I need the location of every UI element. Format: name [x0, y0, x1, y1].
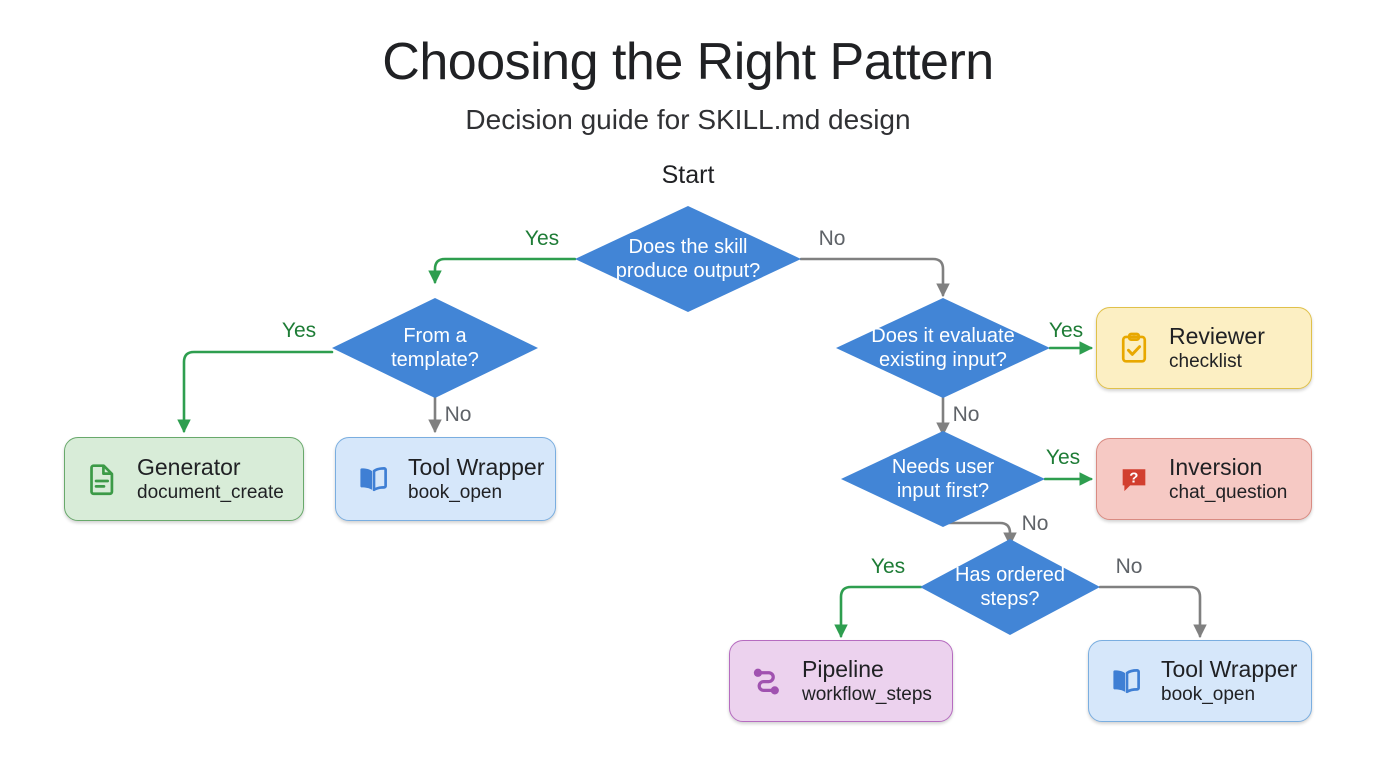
outcome-reviewer-text: Reviewer checklist — [1169, 323, 1265, 373]
outcome-generator[interactable]: Generator document_create — [64, 437, 304, 521]
edge-label-from-template-no: No — [444, 403, 472, 426]
decision-from-template-label: From a template? — [391, 324, 479, 371]
edge-produce-output-yes — [428, 257, 577, 285]
outcome-pipeline-subtitle: workflow_steps — [802, 684, 932, 706]
outcome-reviewer-subtitle: checklist — [1169, 351, 1242, 373]
edge-label-needs-user-input-yes: Yes — [1045, 446, 1081, 469]
clipboard-check-icon — [1115, 329, 1153, 367]
outcome-tool-wrapper-right[interactable]: Tool Wrapper book_open — [1088, 640, 1312, 722]
decision-produce-output-label: Does the skill produce output? — [615, 235, 761, 282]
outcome-inversion[interactable]: ? Inversion chat_question — [1096, 438, 1312, 520]
outcome-tool-wrapper-right-subtitle: book_open — [1161, 684, 1256, 706]
edge-label-needs-user-input-no: No — [1021, 512, 1049, 535]
edge-label-ordered-steps-no: No — [1115, 555, 1143, 578]
decision-produce-output[interactable]: Does the skill produce output? — [575, 206, 801, 312]
svg-text:?: ? — [1129, 469, 1138, 486]
edge-label-produce-output-yes: Yes — [524, 227, 560, 250]
outcome-inversion-title: Inversion — [1169, 453, 1263, 480]
outcome-tool-wrapper-left-subtitle: book_open — [408, 482, 503, 504]
outcome-pipeline[interactable]: Pipeline workflow_steps — [729, 640, 953, 722]
outcome-pipeline-title: Pipeline — [802, 655, 884, 682]
edge-ordered-steps-yes — [834, 585, 923, 639]
edge-label-produce-output-no: No — [818, 227, 846, 250]
decision-needs-user-input-label: Needs user input first? — [891, 455, 995, 502]
outcome-inversion-text: Inversion chat_question — [1169, 454, 1287, 504]
workflow-icon — [748, 662, 786, 700]
book-icon — [354, 460, 392, 498]
outcome-pipeline-text: Pipeline workflow_steps — [802, 656, 932, 706]
page-title: Choosing the Right Pattern — [382, 33, 994, 91]
edge-produce-output-no — [799, 257, 950, 298]
outcome-generator-title: Generator — [137, 453, 241, 480]
page-subtitle: Decision guide for SKILL.md design — [465, 104, 911, 135]
outcome-reviewer-title: Reviewer — [1169, 322, 1265, 349]
chat-question-icon: ? — [1115, 460, 1153, 498]
edge-label-evaluate-input-yes: Yes — [1048, 319, 1084, 342]
edge-label-ordered-steps-yes: Yes — [870, 555, 906, 578]
outcome-tool-wrapper-left-text: Tool Wrapper book_open — [408, 454, 544, 504]
edge-from-template-yes — [177, 350, 334, 434]
outcome-inversion-subtitle: chat_question — [1169, 482, 1288, 504]
outcome-generator-text: Generator document_create — [137, 454, 284, 504]
edge-label-from-template-yes: Yes — [281, 319, 317, 342]
outcome-generator-subtitle: document_create — [137, 482, 284, 504]
decision-needs-user-input[interactable]: Needs user input first? — [841, 431, 1045, 527]
decision-evaluate-input-label: Does it evaluate existing input? — [871, 324, 1015, 371]
decision-from-template[interactable]: From a template? — [332, 298, 538, 398]
start-label: Start — [661, 161, 715, 189]
outcome-tool-wrapper-right-text: Tool Wrapper book_open — [1161, 656, 1297, 706]
edge-label-evaluate-input-no: No — [952, 403, 980, 426]
decision-ordered-steps[interactable]: Has ordered steps? — [920, 539, 1100, 635]
decision-evaluate-input[interactable]: Does it evaluate existing input? — [836, 298, 1050, 398]
edge-ordered-steps-no — [1098, 585, 1207, 639]
document-icon — [83, 460, 121, 498]
decision-ordered-steps-label: Has ordered steps? — [954, 563, 1066, 610]
outcome-tool-wrapper-right-title: Tool Wrapper — [1161, 655, 1298, 682]
outcome-reviewer[interactable]: Reviewer checklist — [1096, 307, 1312, 389]
book-icon — [1107, 662, 1145, 700]
outcome-tool-wrapper-left-title: Tool Wrapper — [408, 453, 545, 480]
outcome-tool-wrapper-left[interactable]: Tool Wrapper book_open — [335, 437, 556, 521]
